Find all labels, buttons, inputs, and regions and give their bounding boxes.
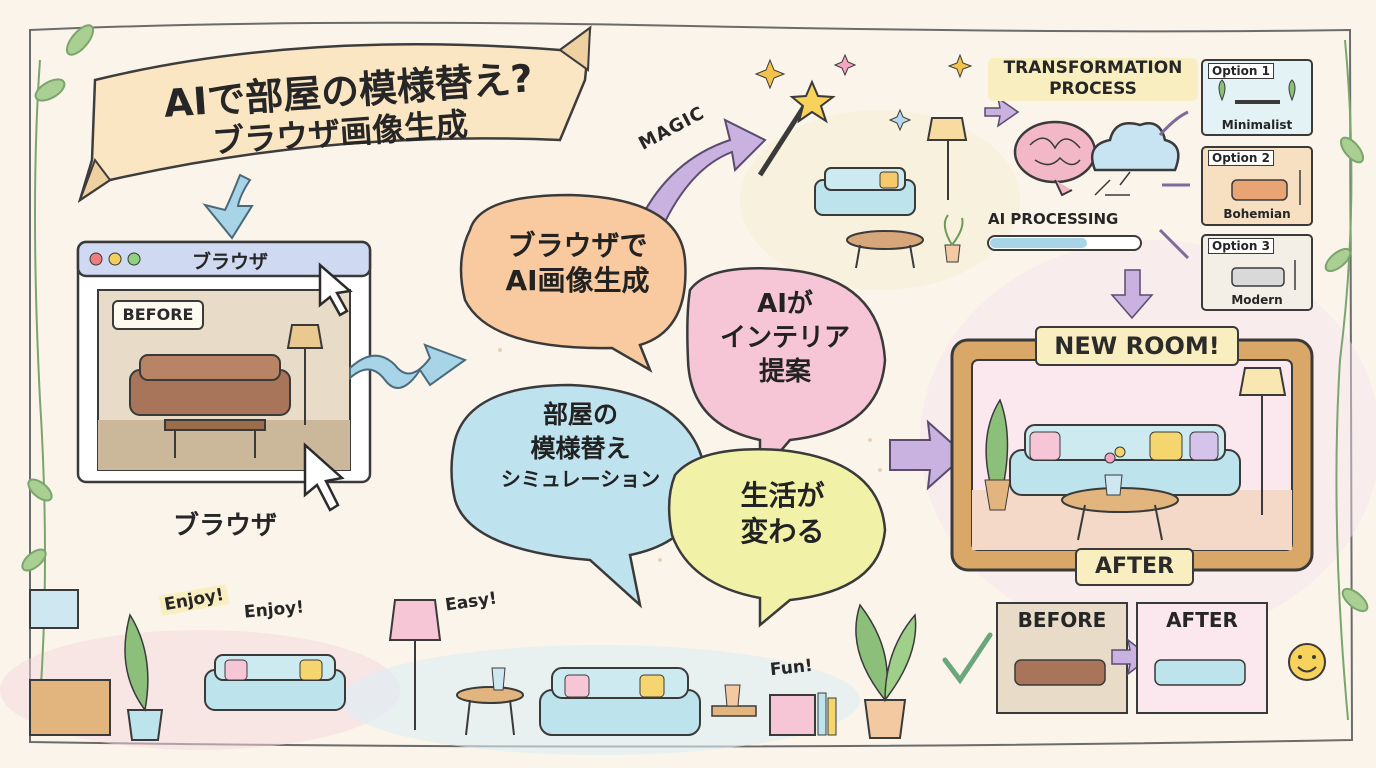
- magic-wand-icon: [757, 79, 836, 177]
- before-label: BEFORE: [112, 300, 204, 330]
- comparison-before-thumb: [996, 602, 1128, 714]
- bottom-decor: [29, 589, 917, 741]
- option-2-style: Bohemian: [1223, 207, 1291, 221]
- magic-arrow: [638, 118, 767, 230]
- bubble-blue-line: 部屋の: [542, 400, 618, 429]
- magic-scene: [814, 117, 968, 269]
- process-title: TRANSFORMATION PROCESS: [988, 58, 1198, 101]
- smiley-icon: [1288, 643, 1326, 681]
- option-1-label: Option 1: [1208, 63, 1274, 79]
- bubble-pink-shape: [686, 267, 887, 479]
- title-banner: [77, 25, 592, 203]
- checkmark-icon: [942, 632, 993, 685]
- bubble-pink-line: 提案: [758, 356, 811, 387]
- bubble-yellow-shape: [667, 448, 887, 628]
- bubble-yellow: 生活が 変わる: [685, 478, 880, 551]
- arrow-to-new-room: [1110, 269, 1154, 320]
- bubble-orange-line: AI画像生成: [505, 264, 650, 297]
- ai-processing-label: AI PROCESSING: [988, 210, 1119, 228]
- sparkle-icon: [754, 53, 973, 132]
- bubble-yellow-line: 生活が: [740, 479, 825, 512]
- vine-right: [1324, 39, 1369, 721]
- progress-fill: [990, 238, 1087, 248]
- arrow-to-result: [889, 419, 967, 491]
- option-2-label: Option 2: [1208, 150, 1274, 166]
- bubble-yellow-line: 変わる: [740, 515, 825, 549]
- arrow-banner-to-browser: [202, 173, 254, 240]
- bubble-orange: ブラウザで AI画像生成: [470, 228, 685, 298]
- bubble-pink-line: インテリア: [719, 322, 850, 353]
- cursor-icon: [318, 262, 353, 317]
- bubble-pink: AIが インテリア 提案: [690, 288, 880, 389]
- after-room-frame: [950, 338, 1314, 572]
- cursor-icon: [303, 442, 345, 512]
- option-1-style: Minimalist: [1221, 118, 1293, 132]
- after-label: AFTER: [1075, 548, 1194, 586]
- bubble-pink-line: AIが: [757, 289, 813, 319]
- bubble-blue: 部屋の 模様替え シミュレーション: [458, 398, 703, 493]
- option-card-bohemian: [1201, 146, 1313, 226]
- bubble-orange-line: ブラウザで: [507, 229, 648, 262]
- browser-caption: ブラウザ: [172, 511, 277, 541]
- bubble-blue-line: シミュレーション: [500, 466, 661, 491]
- process-title-line: PROCESS: [1049, 79, 1137, 100]
- bubble-orange-shape: [459, 193, 687, 373]
- browser-title: ブラウザ: [191, 251, 268, 273]
- comparison-after-label: AFTER: [1166, 608, 1238, 632]
- cloud-icon: [1090, 122, 1180, 196]
- bubble-blue-line: 模様替え: [530, 433, 631, 463]
- option-3-label: Option 3: [1208, 238, 1274, 254]
- comparison-before-label: BEFORE: [1017, 608, 1107, 632]
- process-title-line: TRANSFORMATION: [1003, 58, 1183, 78]
- brain-icon: [1013, 120, 1097, 197]
- comparison-after-thumb: [1136, 602, 1268, 714]
- option-3-style: Modern: [1231, 293, 1283, 307]
- arrow-browser-to-bubbles: [349, 343, 468, 389]
- arrow-to-process: [984, 96, 1020, 128]
- new-room-label: NEW ROOM!: [1035, 326, 1239, 366]
